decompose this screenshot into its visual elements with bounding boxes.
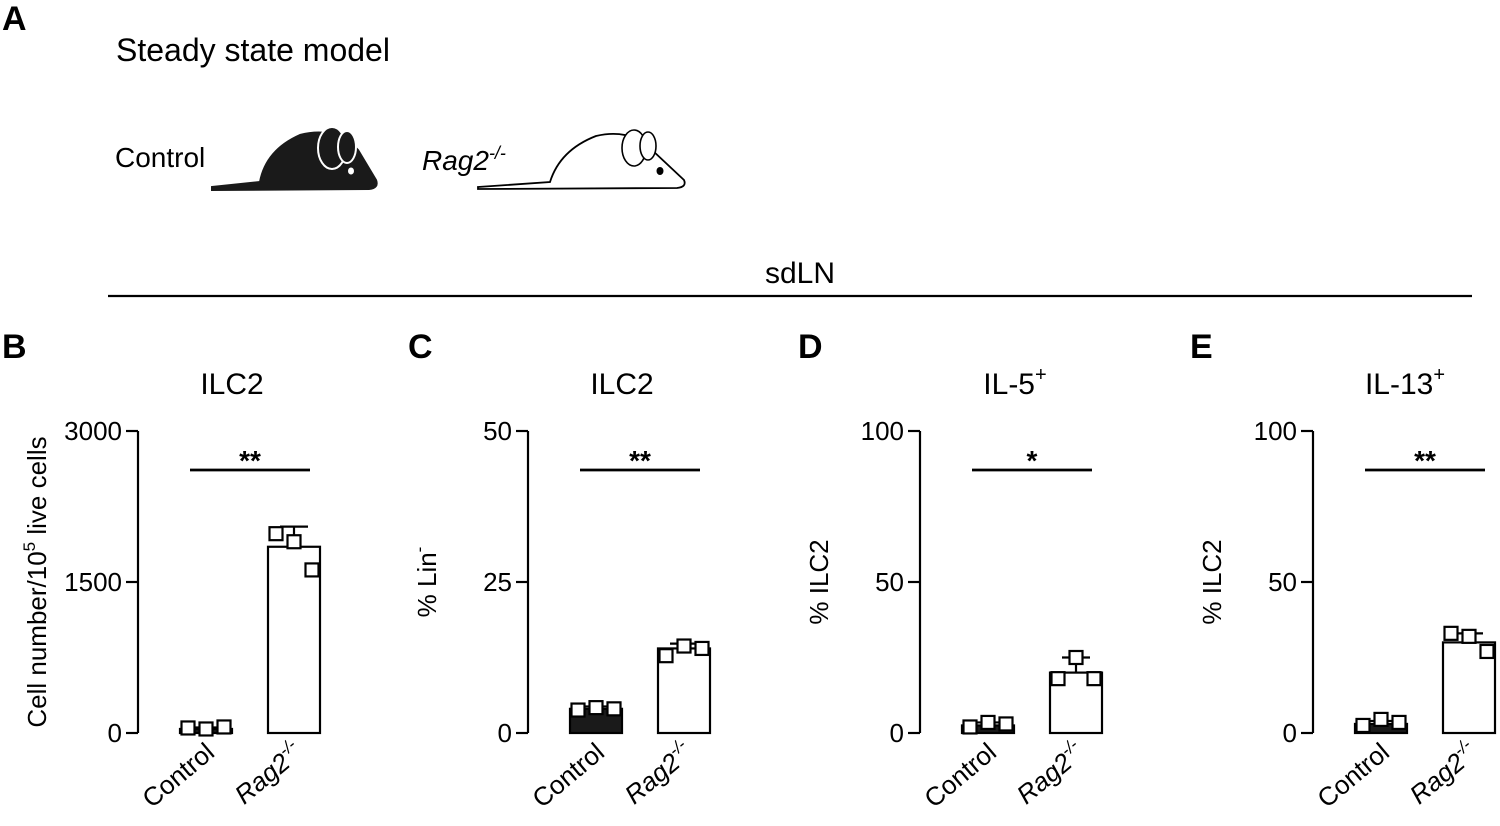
data-point xyxy=(1479,643,1495,660)
x-category-label: Rag2-/- xyxy=(1402,735,1483,810)
panel-title-sup: + xyxy=(1433,364,1445,386)
y-axis-label: % Lin- xyxy=(410,547,442,618)
data-point xyxy=(216,719,232,735)
panel-letter: C xyxy=(408,328,433,366)
significance-label: * xyxy=(1027,445,1038,476)
data-point xyxy=(998,716,1014,732)
x-category-label-main: Control xyxy=(918,737,1001,814)
bar-rag2 xyxy=(266,545,322,735)
y-tick-label: 100 xyxy=(1254,416,1297,446)
data-point xyxy=(962,719,978,735)
y-axis-label: % ILC2 xyxy=(1197,539,1227,624)
y-tick-label: 1500 xyxy=(64,567,122,597)
y-axis-label-sup: - xyxy=(410,547,429,553)
y-tick-label: 50 xyxy=(1268,567,1297,597)
y-tick-label: 50 xyxy=(875,567,904,597)
panel-letter: B xyxy=(2,328,27,366)
panel-a-title: Steady state model xyxy=(116,32,390,68)
rag-mouse-label: Rag2-/- xyxy=(422,143,506,176)
significance-label: ** xyxy=(1414,445,1436,476)
y-tick-label: 0 xyxy=(108,718,122,748)
data-point xyxy=(1355,717,1371,734)
y-axis-label: Cell number/105 live cells xyxy=(20,436,52,727)
data-point xyxy=(1443,625,1459,641)
panel-title-main: ILC2 xyxy=(200,368,263,401)
data-point xyxy=(658,648,674,664)
control-mouse-icon xyxy=(211,126,378,192)
x-category-label: Rag2-/- xyxy=(617,735,698,810)
y-tick-label: 100 xyxy=(861,416,904,446)
y-tick-label: 25 xyxy=(483,567,512,597)
y-axis-label-sup: 5 xyxy=(20,542,39,551)
x-category-label: Control xyxy=(526,737,609,814)
data-point xyxy=(1461,628,1477,644)
rag-mouse-icon xyxy=(477,129,686,190)
panel-title: IL-13+ xyxy=(1365,364,1445,401)
panel-title: IL-5+ xyxy=(983,364,1046,401)
data-point xyxy=(304,562,320,578)
x-category-label: Control xyxy=(918,737,1001,814)
panel-title-main: IL-5 xyxy=(983,368,1035,401)
y-tick-label: 50 xyxy=(483,416,512,446)
x-category-label: Rag2-/- xyxy=(1009,735,1090,810)
significance-label: ** xyxy=(629,445,651,476)
panel-letter-a: A xyxy=(2,0,27,38)
x-category-label: Rag2-/- xyxy=(227,735,308,810)
panel-letter: D xyxy=(798,328,823,366)
data-point xyxy=(268,526,284,542)
y-axis-label: % ILC2 xyxy=(804,539,834,624)
panel-title-main: IL-13 xyxy=(1365,368,1433,401)
data-point xyxy=(606,701,622,717)
data-point xyxy=(1086,671,1102,687)
y-axis-label-main: Cell number/10 xyxy=(22,551,52,727)
panel-letter: E xyxy=(1190,328,1213,366)
panel-title-main: ILC2 xyxy=(590,368,653,401)
data-point xyxy=(570,702,586,718)
significance-label: ** xyxy=(239,445,261,476)
data-point xyxy=(180,720,196,736)
section-label: sdLN xyxy=(765,257,835,290)
y-axis-label-end: live cells xyxy=(22,436,52,541)
x-category-label: Control xyxy=(136,737,219,814)
x-category-label: Control xyxy=(1311,737,1394,814)
data-point xyxy=(1050,671,1066,687)
data-point xyxy=(1391,714,1407,731)
y-axis-label-main: % ILC2 xyxy=(804,539,834,624)
y-tick-label: 0 xyxy=(890,718,904,748)
data-point xyxy=(676,638,692,654)
panel-title: ILC2 xyxy=(590,368,653,401)
data-point xyxy=(1068,649,1084,666)
y-tick-label: 3000 xyxy=(64,416,122,446)
data-point xyxy=(694,640,710,657)
control-mouse-label: Control xyxy=(115,142,205,173)
x-category-label-main: Control xyxy=(526,737,609,814)
rag-mouse-label-main: Rag2 xyxy=(422,145,489,176)
y-tick-label: 0 xyxy=(1283,718,1297,748)
y-axis-label-main: % Lin xyxy=(412,552,442,617)
y-axis-label-main: % ILC2 xyxy=(1197,539,1227,624)
y-tick-label: 0 xyxy=(498,718,512,748)
panel-title-sup: + xyxy=(1035,364,1047,386)
x-category-label-main: Control xyxy=(1311,737,1394,814)
data-point xyxy=(588,700,604,716)
data-point xyxy=(1373,711,1389,728)
data-point xyxy=(980,714,996,731)
x-category-label-main: Control xyxy=(136,737,219,814)
rag-mouse-label-sup: -/- xyxy=(489,143,506,163)
data-point xyxy=(198,721,214,737)
data-point xyxy=(286,534,302,550)
panel-title: ILC2 xyxy=(200,368,263,401)
